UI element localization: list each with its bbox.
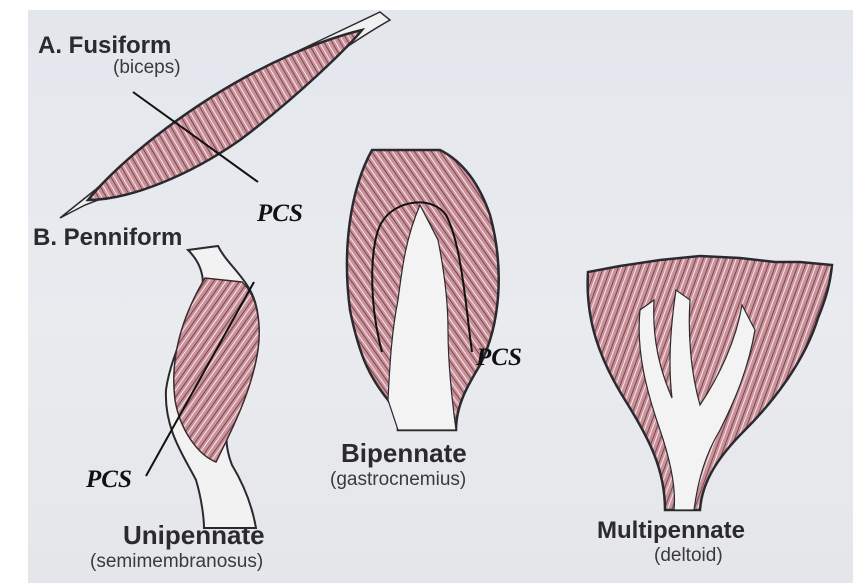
unipennate-title: Unipennate <box>123 520 265 551</box>
multipennate-title: Multipennate <box>597 517 745 545</box>
pcs-label-fusiform: PCS <box>257 200 303 228</box>
penniform-title: B. Penniform <box>33 224 182 252</box>
fusiform-title: A. Fusiform <box>38 32 171 60</box>
multipennate-muscle <box>588 256 832 510</box>
unipennate-muscle <box>166 246 259 528</box>
unipennate-example: (semimembranosus) <box>90 551 263 573</box>
bipennate-example: (gastrocnemius) <box>330 469 466 491</box>
fusiform-example: (biceps) <box>113 57 181 79</box>
bipennate-title: Bipennate <box>341 438 467 469</box>
pcs-label-unipennate: PCS <box>86 466 132 494</box>
multipennate-example: (deltoid) <box>654 545 723 567</box>
pcs-label-bipennate: PCS <box>476 344 522 372</box>
bipennate-muscle <box>347 150 499 430</box>
